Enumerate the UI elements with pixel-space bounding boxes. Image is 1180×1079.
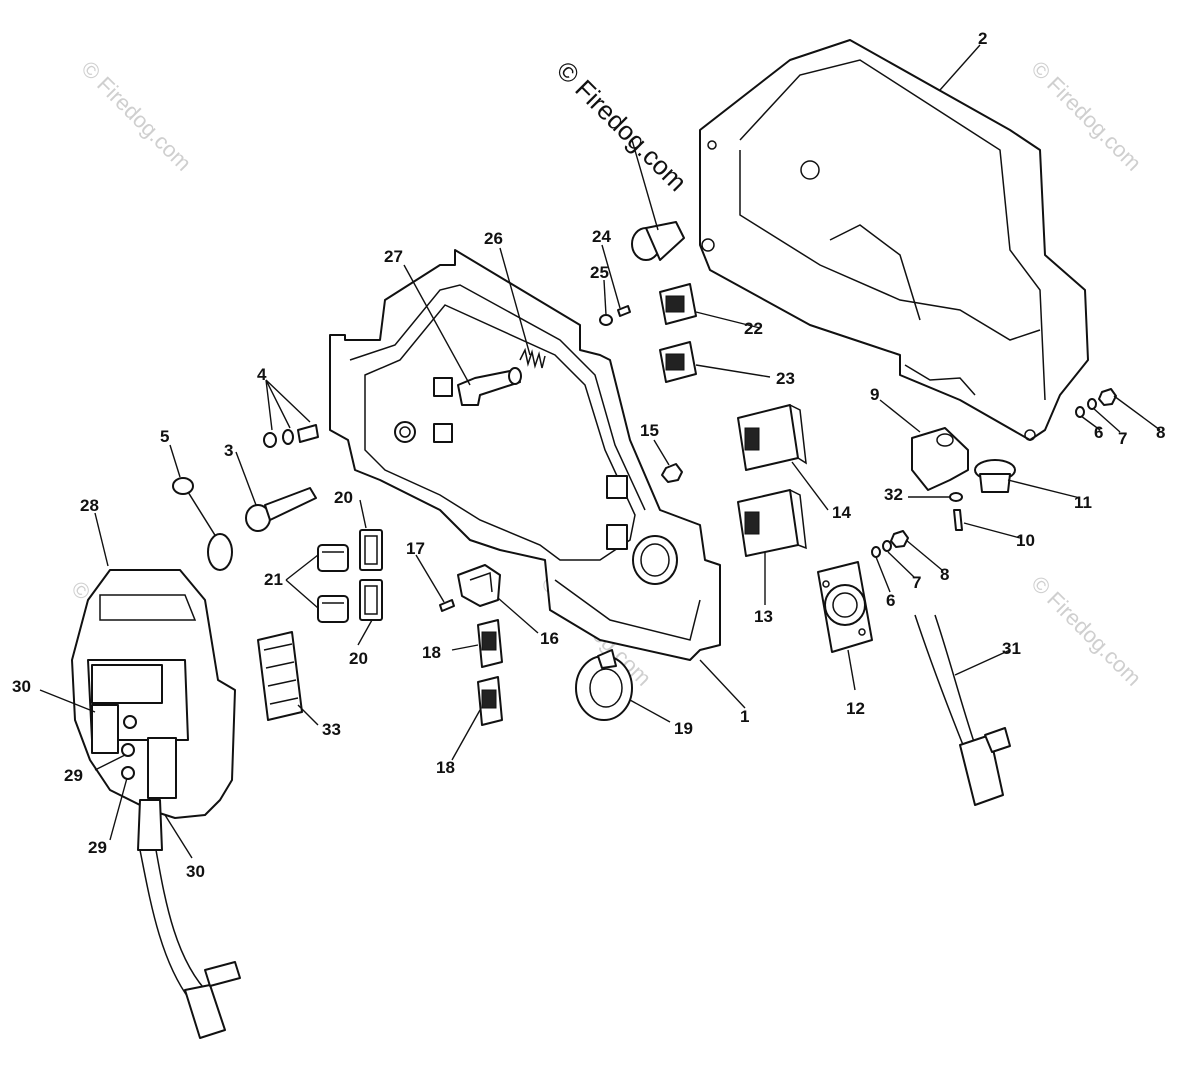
leader-lines	[39, 44, 1161, 859]
callout-29-upper: 29	[64, 766, 83, 785]
part-10-screw	[953, 509, 963, 531]
callout-14: 14	[832, 503, 851, 522]
watermark-faint-top-right: © Firedog.com	[1026, 56, 1146, 176]
callout-30-lower: 30	[186, 862, 205, 881]
part-1-main-panel	[329, 249, 721, 661]
part-23-switch	[659, 341, 697, 383]
part-18-switch-upper	[477, 619, 503, 668]
watermark-faint-top-left: © Firedog.com	[76, 56, 196, 176]
callout-33: 33	[322, 720, 341, 739]
callout-25: 25	[590, 263, 609, 282]
callout-2: 2	[978, 29, 987, 48]
part-6-washer-left	[871, 546, 881, 558]
part-8-nut-right	[1098, 388, 1117, 406]
callout-30-upper: 30	[12, 677, 31, 696]
callout-8-upper: 8	[1156, 423, 1165, 442]
callout-4: 4	[257, 365, 267, 384]
part-22-switch	[659, 283, 697, 325]
part-26-spring	[519, 347, 546, 369]
callout-16: 16	[540, 629, 559, 648]
callout-29-lower: 29	[88, 838, 107, 857]
part-25-washer	[599, 314, 613, 326]
callout-17: 17	[406, 539, 425, 558]
callout-6-lower: 6	[886, 591, 895, 610]
part-4-hardware	[263, 424, 319, 448]
watermark-faint-mid-right: © Firedog.com	[1026, 571, 1146, 691]
callout-labels: 2 1 3 4 5 28 30 29 29 30 21 20 20 33 17 …	[12, 29, 1165, 881]
part-18-switch-lower	[477, 676, 503, 726]
part-19-receptacle	[575, 649, 633, 721]
callout-7-upper: 7	[1118, 429, 1127, 448]
part-33-circuit-board	[257, 631, 303, 721]
callout-20-upper: 20	[334, 488, 353, 507]
callout-6-upper: 6	[1094, 423, 1103, 442]
callout-3: 3	[224, 441, 233, 460]
part-12-twist-lock-receptacle	[817, 561, 873, 653]
part-31-power-cord	[914, 614, 1011, 806]
watermark-main: © Firedog.com	[551, 55, 693, 197]
part-8-nut-left	[890, 530, 909, 548]
callout-9: 9	[870, 385, 879, 404]
callout-21: 21	[264, 570, 283, 589]
part-27-latch	[457, 367, 522, 406]
callout-26: 26	[484, 229, 503, 248]
part-20-seal-lower	[359, 579, 383, 621]
part-17-screw	[439, 599, 455, 612]
part-15-nut	[661, 463, 683, 483]
part-13-switch	[737, 489, 807, 557]
part-21-cover-upper	[317, 544, 349, 572]
part-11-plug-top	[631, 221, 685, 261]
part-5-cap	[172, 477, 233, 571]
callout-1: 1	[740, 707, 749, 726]
part-7-lockwasher-right	[1087, 398, 1097, 410]
callout-15: 15	[640, 421, 659, 440]
callout-5: 5	[160, 427, 169, 446]
callout-19: 19	[674, 719, 693, 738]
callout-20-lower: 20	[349, 649, 368, 668]
part-28-control-panel	[71, 569, 241, 1039]
part-2-housing	[699, 39, 1089, 441]
part-16-clamp	[457, 564, 501, 607]
callout-27: 27	[384, 247, 403, 266]
part-21-cover-lower	[317, 595, 349, 623]
part-3-breaker	[245, 487, 317, 532]
callout-13: 13	[754, 607, 773, 626]
part-7-lockwasher-left	[882, 540, 892, 552]
part-6-washer-right	[1075, 406, 1085, 418]
callout-22: 22	[744, 319, 763, 338]
part-20-seal-upper	[359, 529, 383, 571]
part-11-grommet	[974, 459, 1016, 493]
callout-28: 28	[80, 496, 99, 515]
callout-12: 12	[846, 699, 865, 718]
callout-18-lower: 18	[436, 758, 455, 777]
callout-10: 10	[1016, 531, 1035, 550]
callout-8-lower: 8	[940, 565, 949, 584]
callout-18-upper: 18	[422, 643, 441, 662]
callout-31: 31	[1002, 639, 1021, 658]
part-24-screw	[617, 305, 631, 317]
part-32-washer	[949, 492, 963, 502]
callout-24: 24	[592, 227, 611, 246]
callout-23: 23	[776, 369, 795, 388]
callout-7-lower: 7	[912, 573, 921, 592]
callout-11: 11	[1074, 493, 1092, 512]
callout-32: 32	[884, 485, 903, 504]
part-9-bracket	[911, 427, 969, 491]
part-14-switch	[737, 404, 807, 471]
